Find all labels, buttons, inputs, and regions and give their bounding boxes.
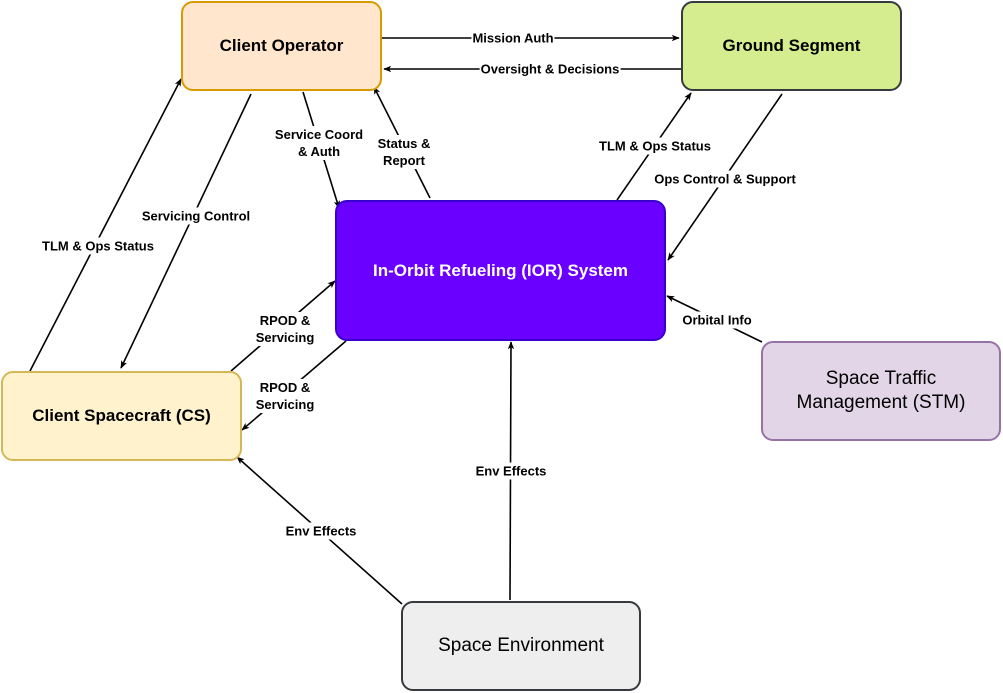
edge-label-ops-control: Ops Control & Support bbox=[653, 170, 797, 188]
edge-servicing-control bbox=[120, 93, 252, 369]
edge-label-status-report: Status & Report bbox=[376, 135, 432, 169]
client-operator-node[interactable]: Client Operator bbox=[181, 1, 382, 91]
edge-tlm-ops-cs bbox=[29, 78, 182, 372]
edge-label-rpod-to-ior: RPOD & Servicing bbox=[254, 312, 316, 346]
edge-label-oversight-decisions: Oversight & Decisions bbox=[479, 60, 621, 78]
space-environment-label: Space Environment bbox=[438, 635, 604, 656]
ior-system-label: In-Orbit Refueling (IOR) System bbox=[372, 260, 629, 280]
edge-label-rpod-to-cs: RPOD & Servicing bbox=[254, 379, 316, 413]
edge-label-service-coord: Service Coord & Auth bbox=[273, 126, 365, 160]
edge-label-orbital-info: Orbital Info bbox=[681, 311, 753, 329]
ground-segment-label: Ground Segment bbox=[722, 36, 861, 55]
client-spacecraft-node[interactable]: Client Spacecraft (CS) bbox=[1, 371, 242, 461]
client-operator-label: Client Operator bbox=[219, 36, 344, 55]
edge-label-env-effects-ior: Env Effects bbox=[474, 462, 548, 480]
stm-node[interactable]: Space Traffic Management (STM) bbox=[761, 341, 1001, 441]
edge-label-tlm-ops-cs: TLM & Ops Status bbox=[41, 237, 155, 255]
ior-system-node[interactable]: In-Orbit Refueling (IOR) System bbox=[335, 200, 666, 341]
space-environment-node[interactable]: Space Environment bbox=[401, 601, 641, 691]
stm-label: Space Traffic Management (STM) bbox=[796, 368, 966, 413]
edge-label-env-effects-cs: Env Effects bbox=[284, 522, 358, 540]
ground-segment-node[interactable]: Ground Segment bbox=[681, 1, 902, 91]
edge-label-tlm-ops-ior: TLM & Ops Status bbox=[598, 137, 712, 155]
client-spacecraft-label: Client Spacecraft (CS) bbox=[32, 406, 211, 425]
edge-label-mission-auth: Mission Auth bbox=[471, 29, 555, 47]
edge-label-servicing-control: Servicing Control bbox=[140, 207, 252, 225]
